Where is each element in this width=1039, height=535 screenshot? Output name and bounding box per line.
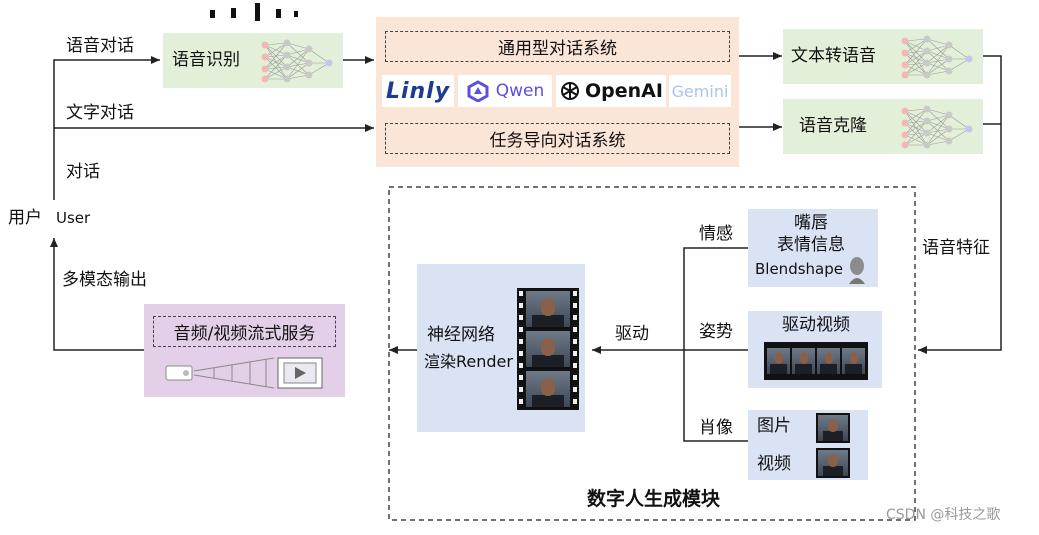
render-film-strip [517, 288, 579, 410]
blendshape-label: Blendshape [755, 260, 843, 278]
portrait-video-thumb [816, 448, 850, 478]
label-emotion: 情感 [699, 224, 733, 244]
stream-service-box: 音频/视频流式服务 [144, 304, 345, 397]
neural-network-icon [901, 35, 973, 79]
label-text-dialog: 文字对话 [66, 103, 134, 123]
qwen-icon [467, 80, 489, 102]
waveform-icon [210, 3, 298, 21]
gemini-logo: Gemini [669, 75, 731, 107]
neural-render-line2: 渲染Render [424, 352, 513, 371]
arrow-tts-to-module [918, 55, 1002, 354]
tts-box: 文本转语音 [783, 29, 983, 84]
stream-service-label: 音频/视频流式服务 [153, 316, 336, 347]
lip-line2: 表情信息 [777, 235, 845, 255]
general-dialog-box: 通用型对话系统 [385, 31, 730, 62]
task-dialog-box: 任务导向对话系统 [385, 123, 730, 154]
neural-render-box: 神经网络 渲染Render [417, 264, 585, 432]
projector-icon [165, 357, 323, 389]
linly-logo: Linly [382, 75, 454, 107]
portrait-box: 图片 视频 [748, 410, 868, 480]
label-voice-dialog: 语音对话 [66, 36, 134, 56]
asr-box: 语音识别 [163, 33, 343, 88]
lip-expression-box: 嘴唇 表情信息 Blendshape [748, 209, 878, 287]
tts-label: 文本转语音 [791, 46, 876, 66]
asr-label: 语音识别 [172, 50, 240, 70]
module-frame [388, 186, 916, 521]
label-dialog: 对话 [66, 162, 100, 182]
label-pose: 姿势 [699, 322, 733, 342]
portrait-video-label: 视频 [757, 454, 791, 474]
driving-film-strip [764, 342, 868, 380]
watermark: CSDN @科技之歌 [886, 507, 1001, 523]
label-user-en: User [56, 209, 91, 227]
voice-clone-box: 语音克隆 [783, 99, 983, 154]
openai-icon [561, 82, 580, 100]
driving-video-label: 驱动视频 [782, 315, 850, 335]
neural-network-icon [261, 39, 333, 83]
label-portrait: 肖像 [699, 418, 733, 438]
portrait-image-thumb [816, 413, 850, 443]
arrow-user-to-asr [53, 56, 160, 200]
voice-clone-label: 语音克隆 [799, 116, 867, 136]
label-drive: 驱动 [615, 324, 649, 344]
openai-logo: OpenAI [556, 75, 666, 107]
arrow-output-to-user [50, 238, 144, 351]
neural-render-line1: 神经网络 [427, 325, 495, 345]
lip-line1: 嘴唇 [794, 213, 828, 233]
qwen-logo: Qwen [458, 75, 552, 107]
portrait-image-label: 图片 [757, 416, 791, 436]
label-speech-features: 语音特征 [922, 238, 990, 258]
label-user-cn: 用户 [8, 208, 42, 228]
bracket-inputs [683, 247, 748, 442]
driving-video-box: 驱动视频 [748, 311, 882, 388]
neural-network-icon [901, 105, 973, 149]
head-bust-icon [849, 257, 865, 284]
dialog-systems-panel: 通用型对话系统 Linly Qwen OpenAI Gemini 任务导向对话系… [376, 17, 739, 167]
label-multimodal-output: 多模态输出 [62, 270, 147, 290]
module-title: 数字人生成模块 [587, 488, 721, 510]
